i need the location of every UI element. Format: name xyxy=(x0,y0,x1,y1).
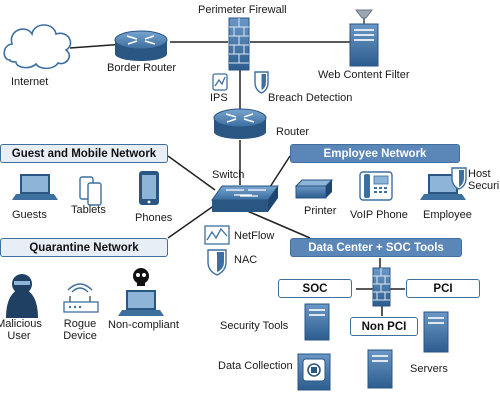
router-icon xyxy=(213,108,267,139)
perimeter-firewall-label: Perimeter Firewall xyxy=(198,4,287,16)
rogue-device-label: Rogue Device xyxy=(63,318,97,342)
laptop-icon xyxy=(420,174,466,200)
tablet-icon xyxy=(79,176,102,206)
breach-detection-label: Breach Detection xyxy=(268,92,353,104)
netflow-icon xyxy=(204,225,230,245)
guests-label: Guests xyxy=(12,209,47,221)
router-icon xyxy=(114,30,168,61)
security-tools-label: Security Tools xyxy=(220,320,289,332)
collector-icon xyxy=(297,353,331,391)
hacker-icon xyxy=(6,274,38,318)
soc-header: SOC xyxy=(278,279,352,298)
cloud-icon xyxy=(3,24,72,70)
internet-label: Internet xyxy=(11,76,49,88)
server-icon xyxy=(304,303,330,341)
server-icon xyxy=(367,349,393,389)
shield-icon xyxy=(207,249,227,276)
web-content-filter-label: Web Content Filter xyxy=(318,69,410,81)
malicious-user-label: Malicious User xyxy=(0,318,42,342)
ips-label: IPS xyxy=(210,92,228,104)
guest-mobile-network-header: Guest and Mobile Network xyxy=(0,144,168,163)
connection-lines xyxy=(69,41,405,316)
tablets-label: Tablets xyxy=(71,204,106,216)
smartphone-icon xyxy=(139,171,159,205)
firewall-icon xyxy=(228,17,250,71)
host-security-label: Host Securi xyxy=(468,168,500,192)
laptop-icon xyxy=(12,174,58,200)
printer-icon xyxy=(294,179,334,199)
shield-icon xyxy=(451,167,467,190)
firewall-icon xyxy=(372,267,391,307)
web-filter-server-icon xyxy=(349,9,379,67)
ips-icon xyxy=(212,73,228,91)
netflow-label: NetFlow xyxy=(234,230,275,242)
router-label: Router xyxy=(276,126,310,138)
server-icon xyxy=(423,311,449,353)
non-pci-header: Non PCI xyxy=(350,317,418,336)
employee-label: Employee xyxy=(423,209,472,221)
datacenter-soc-header: Data Center + SOC Tools xyxy=(290,238,462,257)
servers-label: Servers xyxy=(410,363,448,375)
pci-header: PCI xyxy=(406,279,480,298)
quarantine-network-header: Quarantine Network xyxy=(0,238,168,257)
switch-icon xyxy=(211,185,279,212)
voip-phone-label: VoIP Phone xyxy=(350,209,408,221)
nac-label: NAC xyxy=(234,254,258,266)
switch-label: Switch xyxy=(212,169,245,181)
skull-laptop-icon xyxy=(118,268,164,316)
wireless-router-icon xyxy=(63,283,99,313)
phones-label: Phones xyxy=(135,212,173,224)
printer-label: Printer xyxy=(304,205,337,217)
shield-icon xyxy=(254,71,269,94)
employee-network-header: Employee Network xyxy=(290,144,460,163)
non-compliant-label: Non-compliant xyxy=(108,319,179,331)
data-collection-label: Data Collection xyxy=(218,360,293,372)
border-router-label: Border Router xyxy=(107,62,177,74)
voip-phone-icon xyxy=(359,171,393,201)
